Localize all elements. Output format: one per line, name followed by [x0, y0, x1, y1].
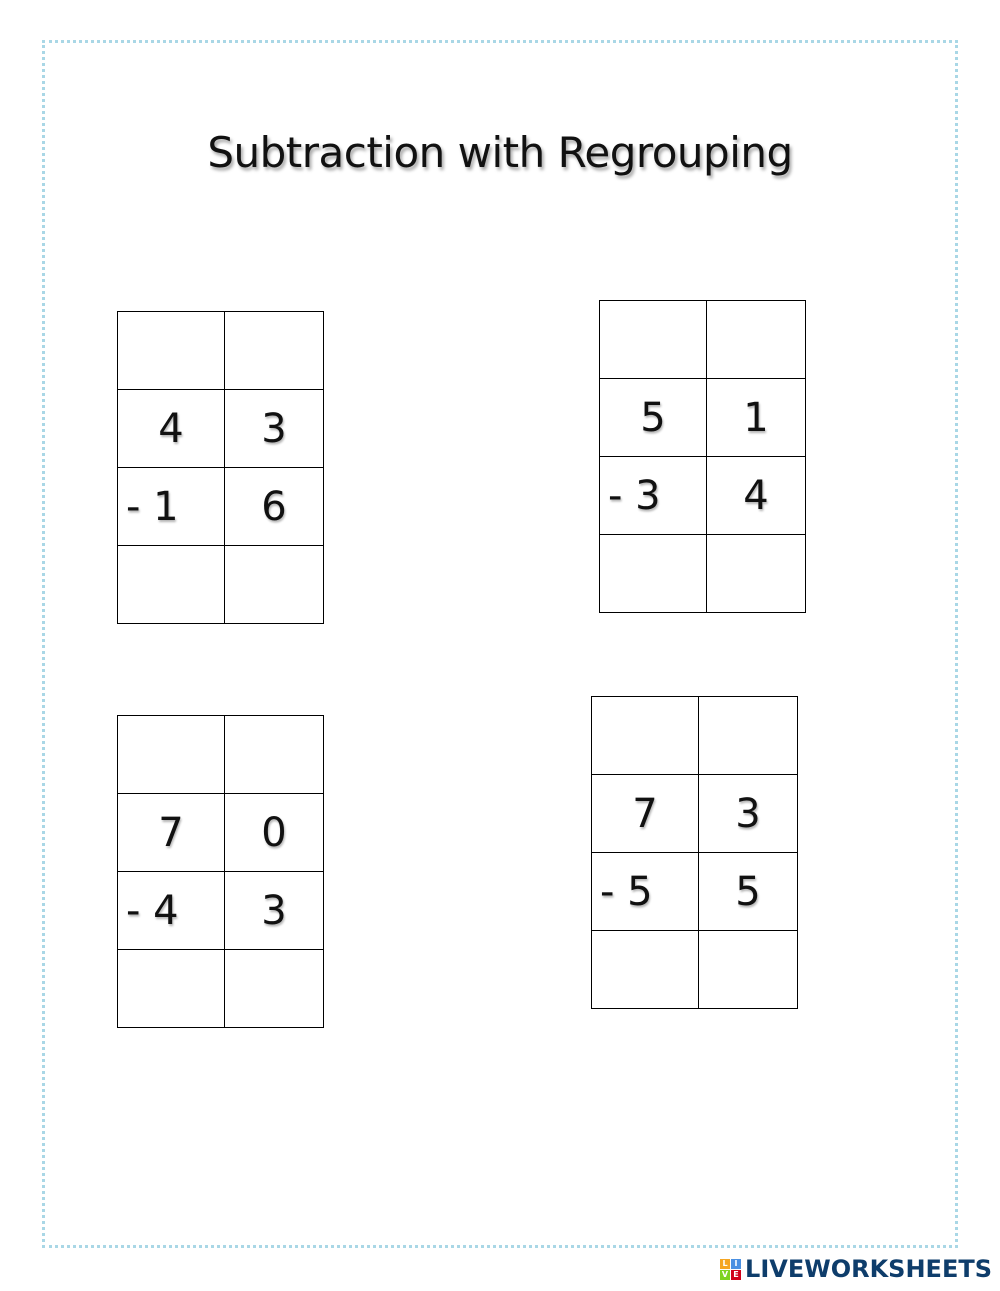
minuend-ones: 3 — [224, 389, 324, 468]
regroup-row — [591, 696, 798, 775]
logo-square-v: V — [720, 1269, 731, 1280]
minuend-row: 7 0 — [117, 793, 324, 872]
regroup-ones-cell[interactable] — [224, 715, 324, 794]
regroup-row — [117, 715, 324, 794]
answer-tens-cell[interactable] — [117, 949, 225, 1028]
subtrahend-row: - 5 5 — [591, 852, 798, 931]
subtrahend-tens: - 4 — [117, 871, 225, 950]
regroup-tens-cell[interactable] — [117, 715, 225, 794]
logo-square-l: L — [720, 1258, 731, 1269]
minuend-ones: 3 — [698, 774, 798, 853]
subtrahend-tens: - 1 — [117, 467, 225, 546]
minuend-tens: 4 — [117, 389, 225, 468]
regroup-tens-cell[interactable] — [591, 696, 699, 775]
answer-row — [117, 949, 324, 1028]
minuend-ones: 1 — [706, 378, 806, 457]
regroup-tens-cell[interactable] — [599, 300, 707, 379]
minuend-row: 5 1 — [599, 378, 806, 457]
liveworksheets-logo-icon: L I V E — [720, 1258, 742, 1280]
answer-tens-cell[interactable] — [599, 534, 707, 613]
logo-square-e: E — [731, 1269, 742, 1280]
regroup-row — [599, 300, 806, 379]
subtrahend-tens: - 3 — [599, 456, 707, 535]
minuend-tens: 7 — [117, 793, 225, 872]
regroup-row — [117, 311, 324, 390]
page-border — [42, 40, 958, 1248]
minuend-row: 7 3 — [591, 774, 798, 853]
problem-grid-4: 7 3 - 5 5 — [591, 696, 798, 1009]
answer-tens-cell[interactable] — [117, 545, 225, 624]
subtrahend-ones: 4 — [706, 456, 806, 535]
subtrahend-row: - 3 4 — [599, 456, 806, 535]
subtrahend-row: - 1 6 — [117, 467, 324, 546]
problem-grid-3: 7 0 - 4 3 — [117, 715, 324, 1028]
answer-ones-cell[interactable] — [224, 545, 324, 624]
minuend-row: 4 3 — [117, 389, 324, 468]
subtrahend-ones: 6 — [224, 467, 324, 546]
liveworksheets-brand[interactable]: L I V E LIVEWORKSHEETS — [720, 1255, 992, 1283]
answer-tens-cell[interactable] — [591, 930, 699, 1009]
problem-grid-2: 5 1 - 3 4 — [599, 300, 806, 613]
minuend-tens: 5 — [599, 378, 707, 457]
answer-row — [591, 930, 798, 1009]
logo-square-i: I — [731, 1258, 742, 1269]
answer-ones-cell[interactable] — [706, 534, 806, 613]
subtrahend-tens: - 5 — [591, 852, 699, 931]
minuend-tens: 7 — [591, 774, 699, 853]
regroup-ones-cell[interactable] — [224, 311, 324, 390]
subtrahend-ones: 3 — [224, 871, 324, 950]
brand-text: LIVEWORKSHEETS — [745, 1255, 992, 1283]
problem-grid-1: 4 3 - 1 6 — [117, 311, 324, 624]
regroup-ones-cell[interactable] — [698, 696, 798, 775]
regroup-ones-cell[interactable] — [706, 300, 806, 379]
answer-row — [599, 534, 806, 613]
answer-ones-cell[interactable] — [224, 949, 324, 1028]
subtrahend-ones: 5 — [698, 852, 798, 931]
page-title: Subtraction with Regrouping — [207, 128, 793, 177]
answer-ones-cell[interactable] — [698, 930, 798, 1009]
minuend-ones: 0 — [224, 793, 324, 872]
answer-row — [117, 545, 324, 624]
subtrahend-row: - 4 3 — [117, 871, 324, 950]
regroup-tens-cell[interactable] — [117, 311, 225, 390]
